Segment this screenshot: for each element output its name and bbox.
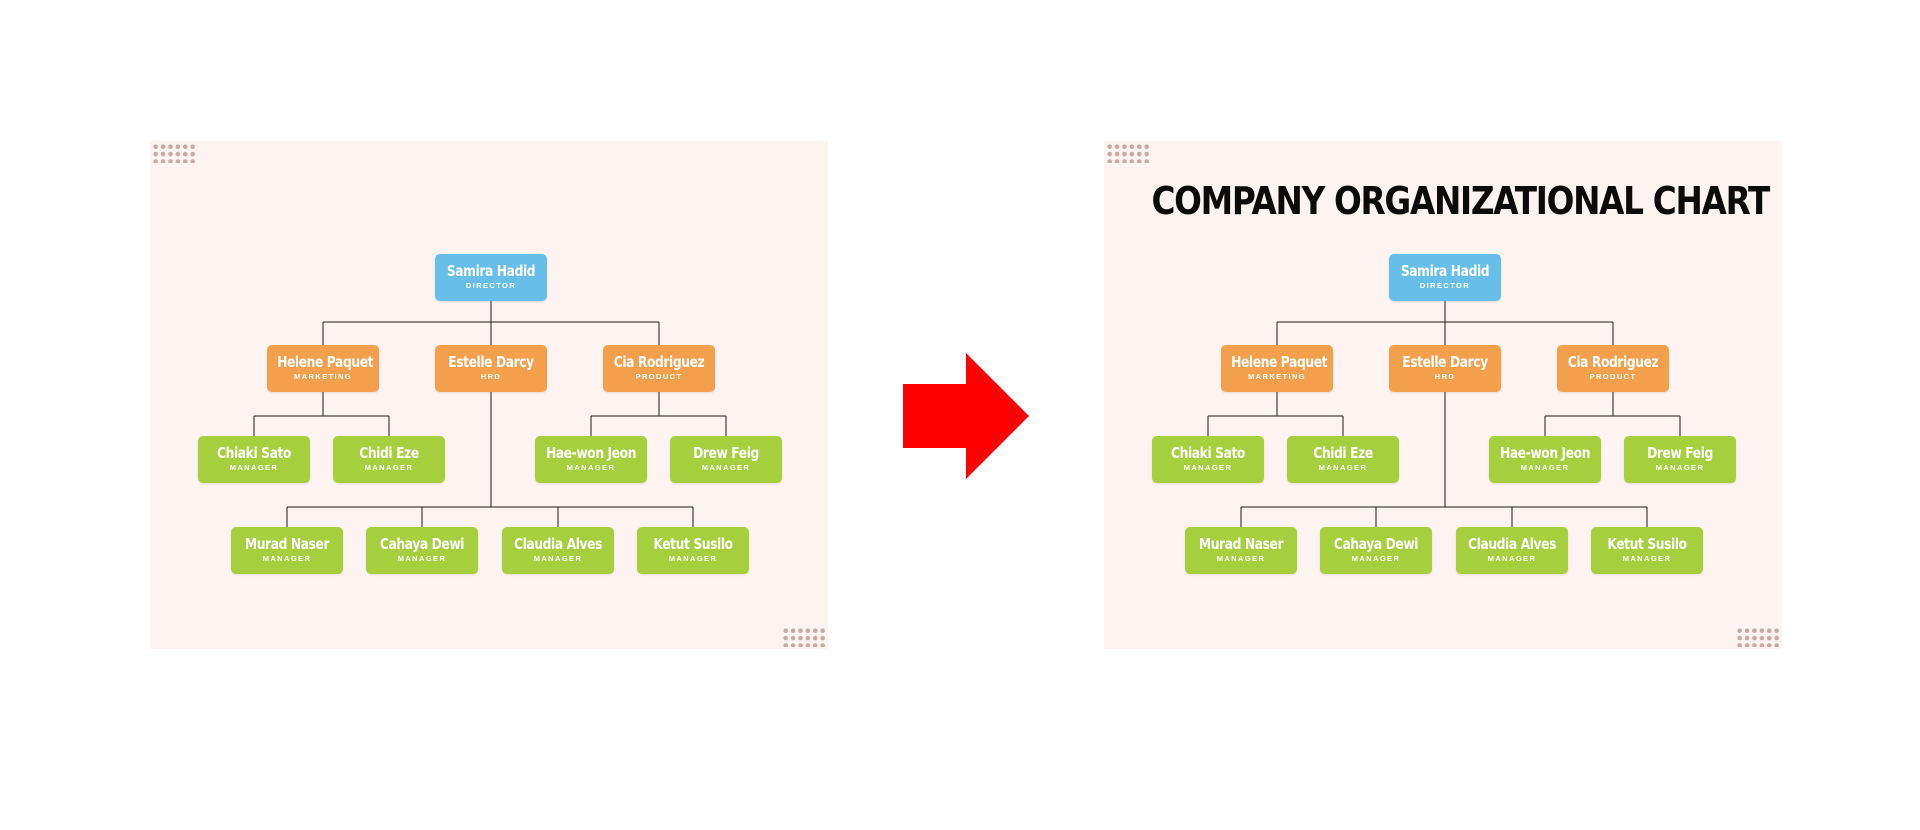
node-role: MANAGER: [1351, 554, 1401, 563]
node-role: MARKETING: [1247, 372, 1306, 381]
node-role: PRODUCT: [1589, 372, 1637, 381]
connector-lines: [253, 301, 727, 527]
node-role: MANAGER: [1622, 554, 1672, 563]
node-name: Hae-won Jeon: [545, 444, 637, 462]
node-role: MANAGER: [1183, 463, 1233, 472]
node-name: Claudia Alves: [514, 535, 602, 553]
node-name: Hae-won Jeon: [1499, 444, 1591, 462]
node-role: MANAGER: [668, 554, 718, 563]
node-name: Helene Paquet: [277, 353, 374, 371]
node-role: MANAGER: [533, 554, 583, 563]
node-role: MANAGER: [1655, 463, 1705, 472]
node-name: Chiaki Sato: [1171, 444, 1245, 462]
node-role: MANAGER: [397, 554, 447, 563]
node-role: MANAGER: [1487, 554, 1537, 563]
node-name: Chidi Eze: [359, 444, 419, 462]
node-name: Estelle Darcy: [448, 353, 534, 371]
dot-grid-top-left: [1106, 143, 1150, 163]
node-role: DIRECTOR: [465, 281, 517, 290]
slide-after: COMPANY ORGANIZATIONAL CHART Samira Hadi…: [1104, 141, 1782, 649]
node-role: MANAGER: [1520, 463, 1570, 472]
node-name: Chidi Eze: [1313, 444, 1373, 462]
node-role: MARKETING: [293, 372, 352, 381]
node-name: Chiaki Sato: [217, 444, 291, 462]
dot-grid-top-left: [152, 143, 196, 163]
node-name: Helene Paquet: [1231, 353, 1328, 371]
right-arrow-icon: [903, 353, 1029, 479]
node-name: Estelle Darcy: [1402, 353, 1488, 371]
node-role: PRODUCT: [635, 372, 683, 381]
node-name: Cia Rodriguez: [613, 353, 705, 371]
node-role: DIRECTOR: [1419, 281, 1471, 290]
node-role: MANAGER: [566, 463, 616, 472]
connector-lines: [1207, 301, 1681, 527]
node-role: MANAGER: [262, 554, 312, 563]
node-name: Cahaya Dewi: [1333, 535, 1419, 553]
node-name: Drew Feig: [693, 444, 759, 462]
node-name: Samira Hadid: [446, 262, 536, 280]
node-role: MANAGER: [364, 463, 414, 472]
node-name: Samira Hadid: [1400, 262, 1490, 280]
node-name: Drew Feig: [1647, 444, 1713, 462]
node-role: MANAGER: [229, 463, 279, 472]
node-role: MANAGER: [701, 463, 751, 472]
dot-grid-bottom-right: [782, 627, 826, 647]
node-name: Ketut Susilo: [653, 535, 733, 553]
node-role: MANAGER: [1216, 554, 1266, 563]
node-name: Cia Rodriguez: [1567, 353, 1659, 371]
node-role: MANAGER: [1318, 463, 1368, 472]
node-role: HRD: [1434, 372, 1456, 381]
node-name: Cahaya Dewi: [379, 535, 465, 553]
node-role: HRD: [480, 372, 502, 381]
node-name: Murad Naser: [1198, 535, 1284, 553]
node-name: Claudia Alves: [1468, 535, 1556, 553]
dot-grid-bottom-right: [1736, 627, 1780, 647]
node-name: Murad Naser: [244, 535, 330, 553]
page-title: COMPANY ORGANIZATIONAL CHART: [1151, 179, 1770, 223]
node-name: Ketut Susilo: [1607, 535, 1687, 553]
